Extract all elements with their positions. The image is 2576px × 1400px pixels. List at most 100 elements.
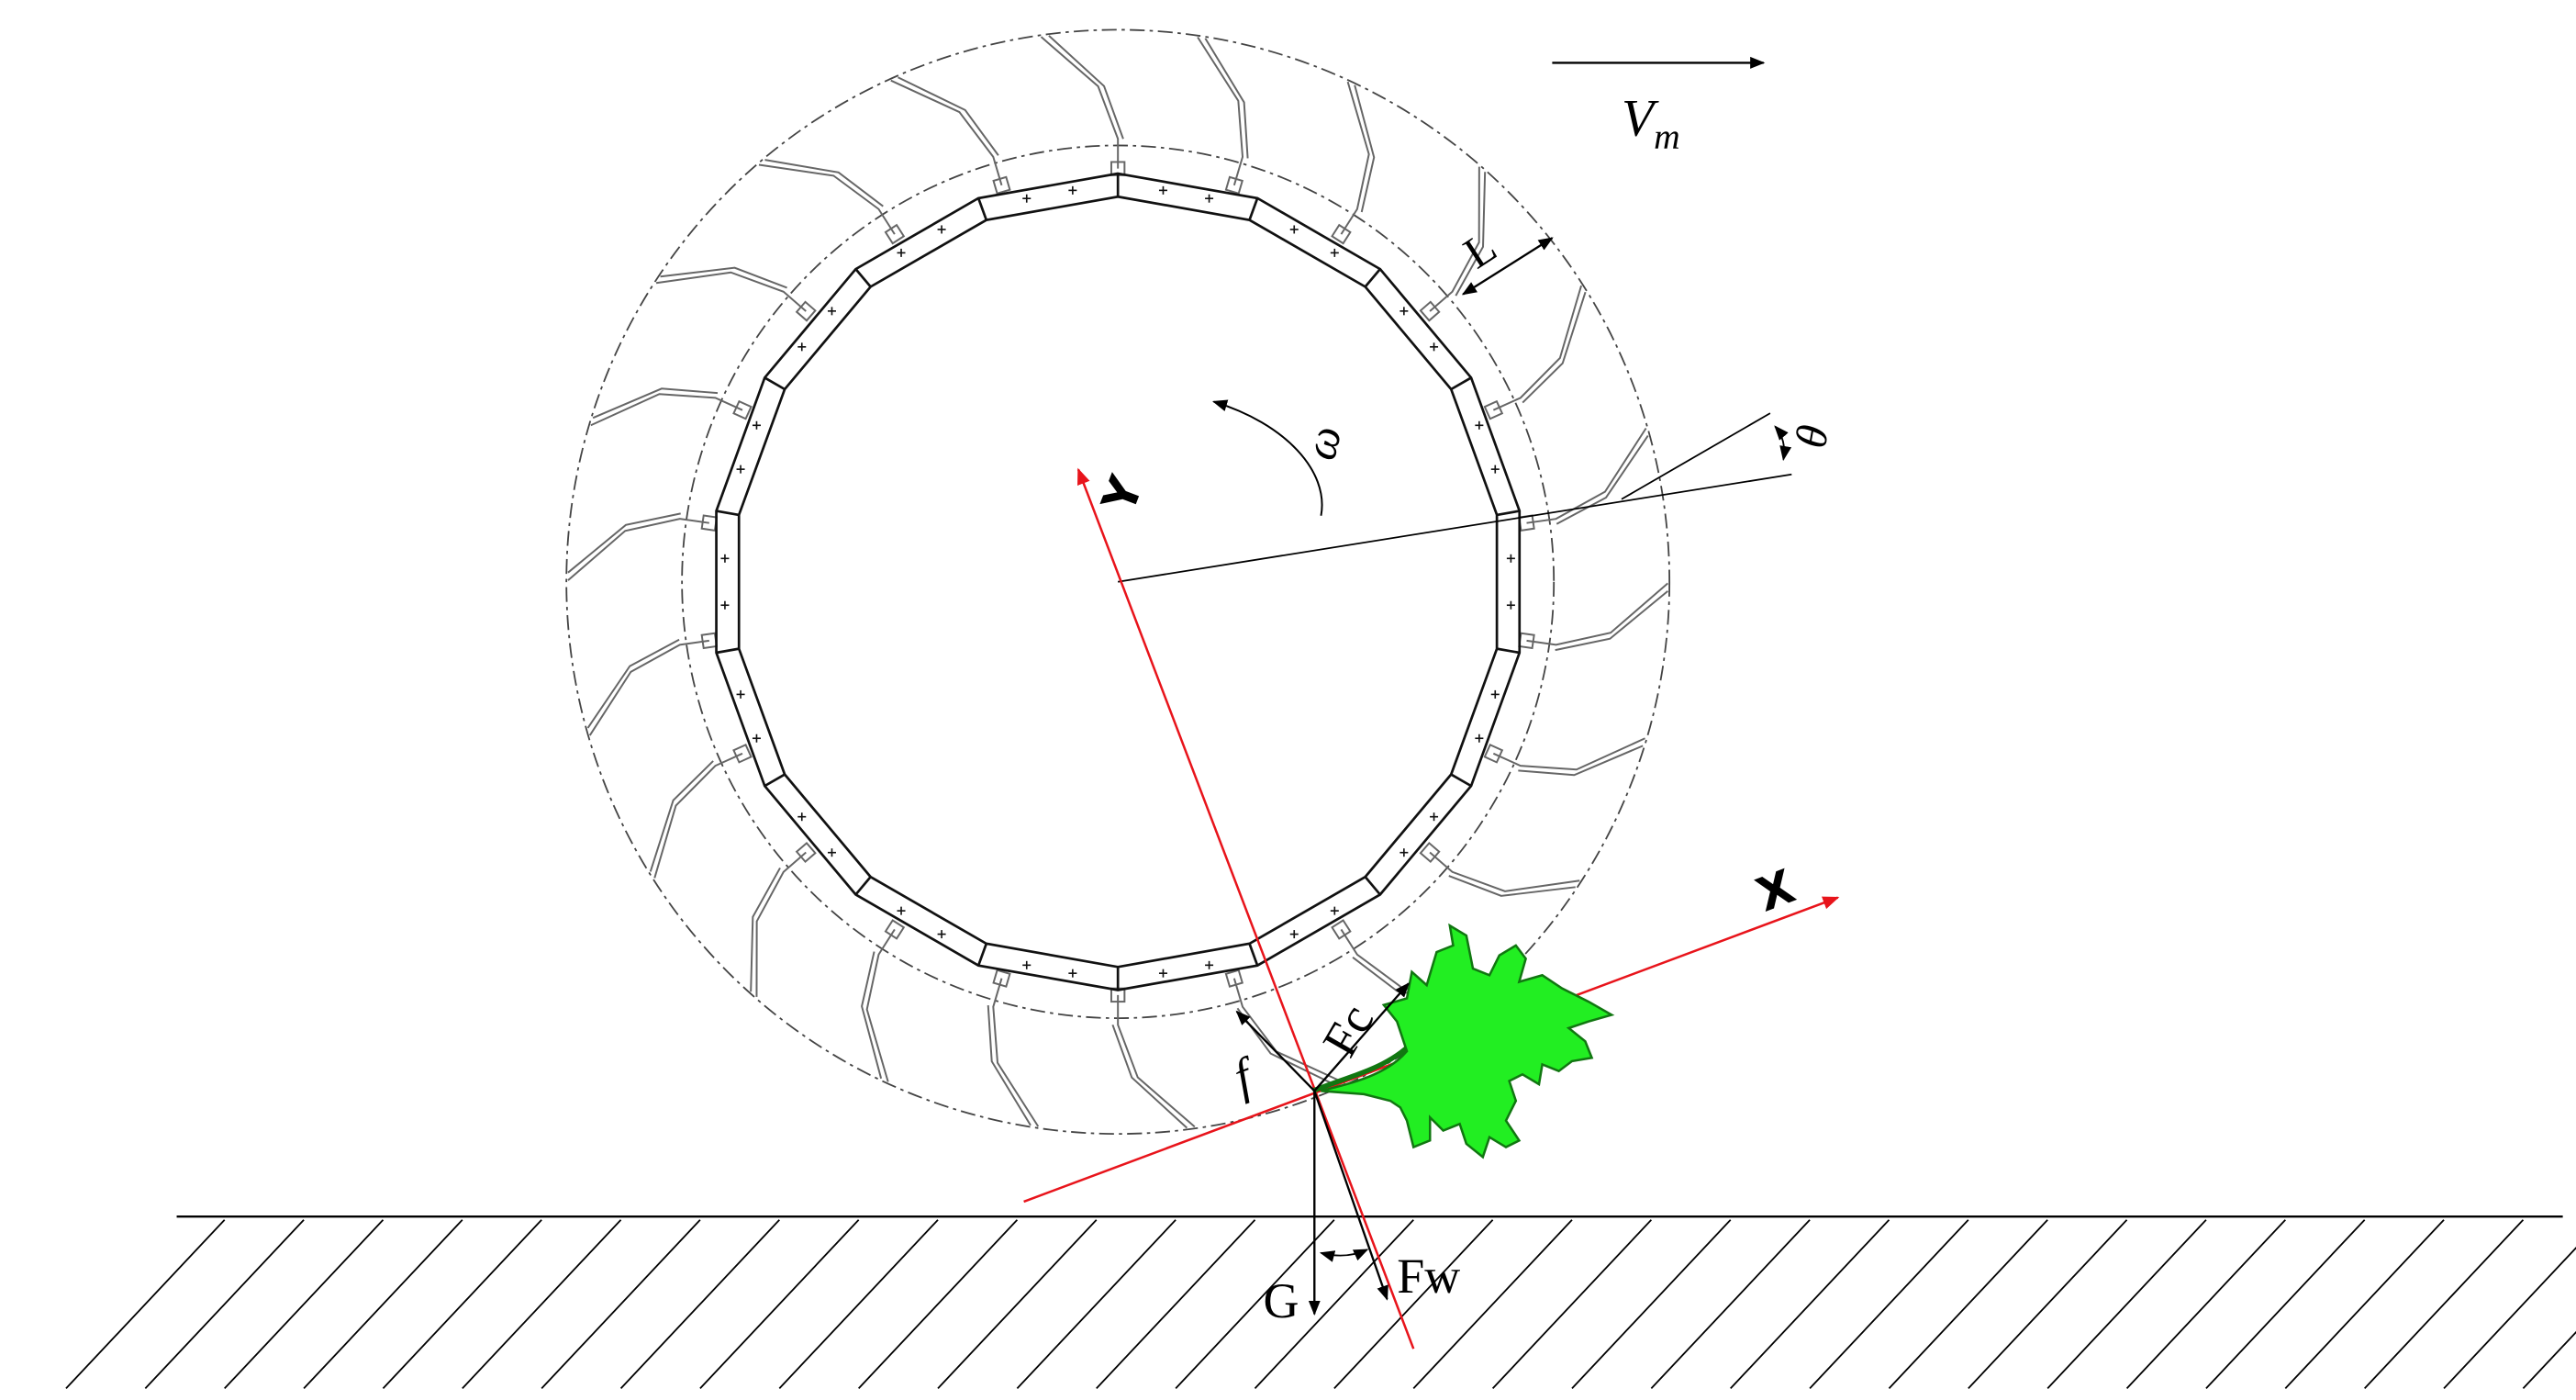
tooth — [567, 518, 709, 581]
wheel-ring — [715, 172, 1522, 991]
ground-hatching — [65, 1219, 2576, 1390]
hatch-line — [1333, 1219, 1494, 1390]
hatch-line — [1016, 1219, 1176, 1390]
hatch-line — [2364, 1219, 2525, 1390]
tooth-edge — [1354, 84, 1376, 213]
hatch-line — [65, 1219, 226, 1390]
tooth-edge — [660, 266, 787, 289]
tooth — [865, 928, 896, 1082]
tooth-edge — [898, 76, 999, 156]
force-resultant-arrow — [1313, 1090, 1388, 1301]
tooth-edge — [1555, 590, 1668, 652]
force-friction-label: f — [1227, 1047, 1265, 1105]
hatch-line — [1730, 1219, 1890, 1390]
ring-joint — [976, 197, 988, 221]
tooth — [588, 639, 709, 736]
ring-joint — [1248, 197, 1259, 221]
radius-line — [1118, 473, 1792, 583]
ring-joint — [976, 943, 988, 967]
tooth — [992, 978, 1040, 1127]
ring-joint — [764, 773, 786, 788]
hatch-line — [2125, 1219, 2286, 1390]
tooth — [1429, 851, 1580, 892]
outer-dashdot-circle — [565, 28, 1671, 1136]
force-friction-arrow — [1235, 1010, 1316, 1092]
hatch-line — [541, 1219, 701, 1390]
hatch-line — [937, 1219, 1098, 1390]
hatch-line — [2284, 1219, 2445, 1390]
tooth-edge — [750, 867, 781, 992]
tooth — [653, 752, 743, 879]
hatch-line — [462, 1219, 622, 1390]
force-resultant-label: Fw — [1397, 1249, 1460, 1304]
tooth-edge — [649, 760, 714, 872]
theta-ref-line — [1621, 412, 1771, 500]
tooth-edge — [987, 1004, 1032, 1126]
hatch-line — [1888, 1219, 2048, 1390]
ring-bolts — [720, 185, 1515, 978]
tooth — [1040, 36, 1120, 169]
tooth — [755, 851, 807, 997]
omega-arc-arrow — [1211, 399, 1323, 516]
hatch-line — [1571, 1219, 1732, 1390]
tooth — [1232, 978, 1345, 1084]
ring-joint — [1248, 943, 1259, 967]
hatch-line — [303, 1219, 463, 1390]
ring-joint — [1450, 376, 1472, 391]
tooth — [1492, 285, 1583, 411]
force-angle-arc — [1319, 1249, 1369, 1262]
tooth — [1526, 427, 1647, 524]
tooth-edge — [1204, 38, 1249, 159]
ring-joint — [1364, 268, 1381, 288]
hatch-line — [2046, 1219, 2207, 1390]
tooth-edge — [764, 159, 884, 207]
hatch-line — [382, 1219, 542, 1390]
theta-label: θ — [1786, 421, 1838, 452]
tooth-edge — [861, 951, 883, 1080]
tooth — [890, 79, 1003, 186]
hatch-line — [699, 1219, 860, 1390]
tooth — [758, 163, 896, 235]
hatch-line — [619, 1219, 780, 1390]
velocity-label: Vm — [1622, 90, 1680, 157]
ring-joint — [854, 876, 872, 896]
tooth-edge — [1522, 291, 1587, 404]
omega-label: ω — [1294, 420, 1352, 465]
tooth-mount — [1224, 175, 1244, 196]
hatch-line — [2205, 1219, 2366, 1390]
ring-joint — [1450, 773, 1472, 788]
tooth-edge — [1518, 745, 1644, 777]
tooth — [655, 271, 807, 312]
force-cutting-arrow — [1313, 982, 1410, 1092]
hatch-line — [1412, 1219, 1573, 1390]
tooth-length-arrow — [1461, 237, 1554, 296]
tooth-edge — [1448, 875, 1576, 897]
hatch-line — [224, 1219, 385, 1390]
hatch-line — [1650, 1219, 1811, 1390]
weed — [1311, 923, 1615, 1159]
ring-joint — [716, 647, 740, 655]
tooth — [1197, 36, 1244, 186]
tooth-edge — [586, 638, 680, 729]
ring-joint — [1496, 647, 1521, 655]
hatch-line — [1096, 1219, 1256, 1390]
theta-arc — [1774, 425, 1792, 462]
ring-joint — [854, 268, 872, 288]
ring-joint — [764, 376, 786, 391]
tooth — [1340, 81, 1370, 235]
tooth-edge — [1111, 1024, 1188, 1129]
tooth — [590, 393, 743, 427]
hatch-line — [1968, 1219, 2128, 1390]
tooth-edge — [592, 387, 719, 420]
tooth-edge — [567, 512, 681, 574]
tooth — [1492, 737, 1645, 771]
weed-leaves — [1321, 923, 1615, 1159]
hatch-line — [2443, 1247, 2576, 1390]
hatch-line — [858, 1219, 1019, 1390]
tooth-length-label: L — [1455, 222, 1505, 278]
wheel-teeth — [567, 35, 1668, 1129]
ring-joint — [716, 510, 740, 517]
tooth-mount — [992, 969, 1011, 988]
axis-y-label: Y — [1091, 468, 1154, 521]
